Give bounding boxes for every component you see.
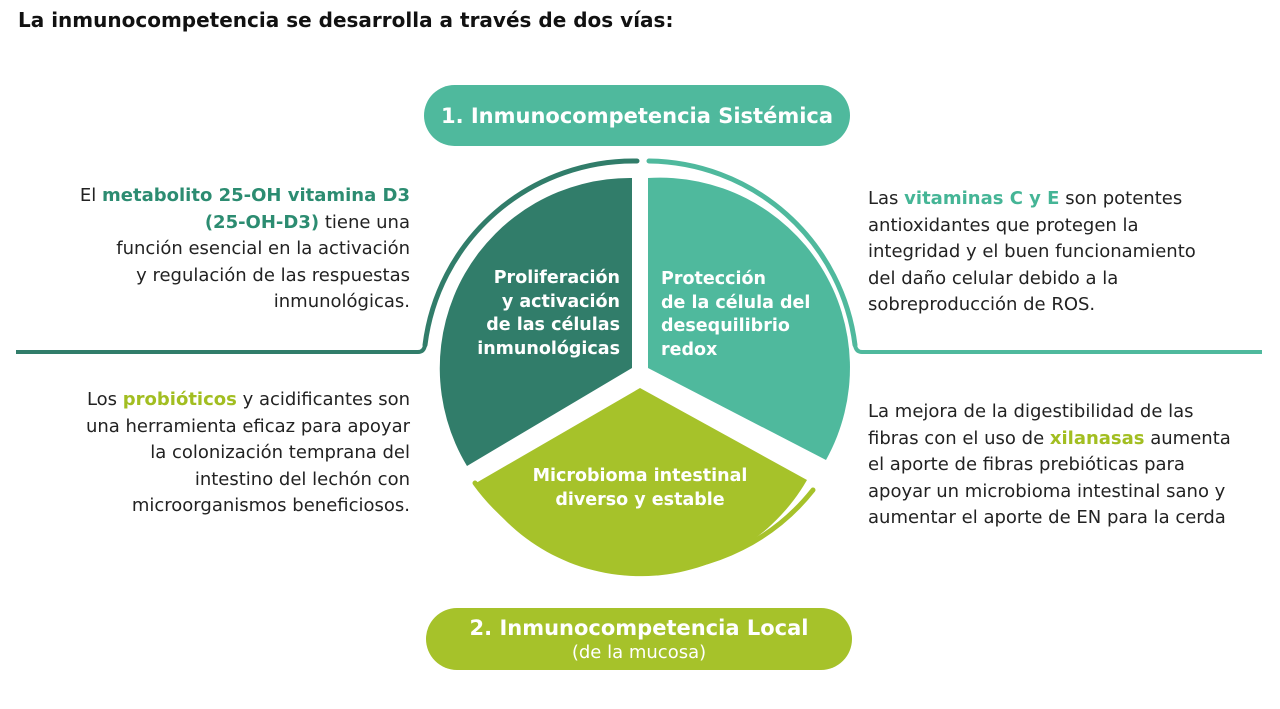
text-line: intestino del lechón con — [194, 468, 410, 490]
segment-bottom — [476, 388, 807, 577]
text-run: El — [79, 185, 103, 206]
segment-left-line: Proliferación — [493, 268, 620, 288]
vitamin-d3-text: El metabolito 25-OH vitamina D3 (25-OH-D… — [30, 183, 410, 316]
highlight-probiotics: probióticos — [122, 389, 237, 410]
segment-right-line: de la célula del — [661, 292, 811, 313]
right-divider-line — [853, 344, 1262, 354]
text-line: del daño celular debido a la — [868, 267, 1119, 289]
page-title: La inmunocompetencia se desarrolla a tra… — [18, 8, 674, 32]
systemic-pill: 1. Inmunocompetencia Sistémica — [424, 85, 850, 146]
local-pill-sublabel: (de la mucosa) — [571, 641, 707, 663]
text-line: microorganismos beneficiosos. — [131, 495, 410, 516]
text-run: tiene una — [319, 211, 410, 233]
text-line: la colonización temprana del — [150, 442, 410, 463]
segment-left-line: de las células — [486, 315, 620, 335]
segment-left-line: inmunológicas — [477, 338, 620, 359]
text-run: y acidificantes son — [236, 389, 410, 410]
segment-right-line: desequilibrio — [661, 316, 790, 336]
segment-left-label: Proliferación y activación de las célula… — [448, 267, 620, 361]
highlight-vitamins: vitaminas C y E — [904, 188, 1060, 209]
segment-left-line: y activación — [501, 291, 620, 312]
local-pill-label: 2. Inmunocompetencia Local — [469, 615, 809, 640]
outer-ring-right — [646, 158, 858, 348]
text-line: una herramienta eficaz para apoyar — [85, 415, 410, 437]
text-run: Los — [86, 389, 123, 410]
segment-bottom-label: Microbioma intestinal diverso y estable — [500, 465, 780, 512]
text-run: aumenta — [1144, 427, 1231, 449]
probiotics-text: Los probióticos y acidificantes son una … — [30, 387, 410, 520]
text-line: antioxidantes que protegen la — [868, 214, 1139, 236]
highlight-xylanases: xilanasas — [1049, 427, 1145, 449]
text-run: Las — [868, 188, 905, 209]
vitamins-c-e-text: Las vitaminas C y E son potentes antioxi… — [868, 186, 1268, 319]
text-line: integridad y el buen funcionamiento — [868, 241, 1196, 262]
text-run: son potentes — [1059, 188, 1183, 209]
segment-right-line: redox — [661, 339, 718, 360]
text-line: el aporte de fibras prebióticas para — [868, 454, 1185, 475]
text-line: aumentar el aporte de EN para la cerda — [868, 507, 1226, 528]
highlight-metabolite: metabolito 25-OH vitamina D3 — [102, 185, 410, 206]
left-divider-line — [16, 344, 427, 354]
segment-right-label: Protección de la célula del desequilibri… — [661, 268, 836, 362]
segment-right-line: Protección — [661, 269, 766, 289]
segment-bottom-line: Microbioma intestinal — [532, 466, 748, 486]
text-line: apoyar un microbioma intestinal sano y — [868, 480, 1226, 502]
segment-left — [439, 177, 632, 466]
systemic-pill-label: 1. Inmunocompetencia Sistémica — [440, 103, 834, 128]
outer-ring-left — [422, 158, 640, 348]
segment-right — [648, 177, 850, 460]
xylanase-text: La mejora de la digestibilidad de las fi… — [868, 399, 1273, 532]
local-pill: 2. Inmunocompetencia Local (de la mucosa… — [426, 608, 852, 670]
text-line: función esencial en la activación — [116, 238, 410, 259]
highlight-25-oh-d3: (25-OH-D3) — [204, 211, 320, 233]
text-line: La mejora de la digestibilidad de las — [868, 401, 1194, 422]
text-line: y regulación de las respuestas — [136, 264, 410, 286]
text-line: inmunológicas. — [273, 291, 410, 312]
segment-bottom-line: diverso y estable — [555, 489, 725, 510]
text-run: fibras con el uso de — [868, 427, 1050, 449]
text-line: sobreproducción de ROS. — [868, 294, 1096, 315]
